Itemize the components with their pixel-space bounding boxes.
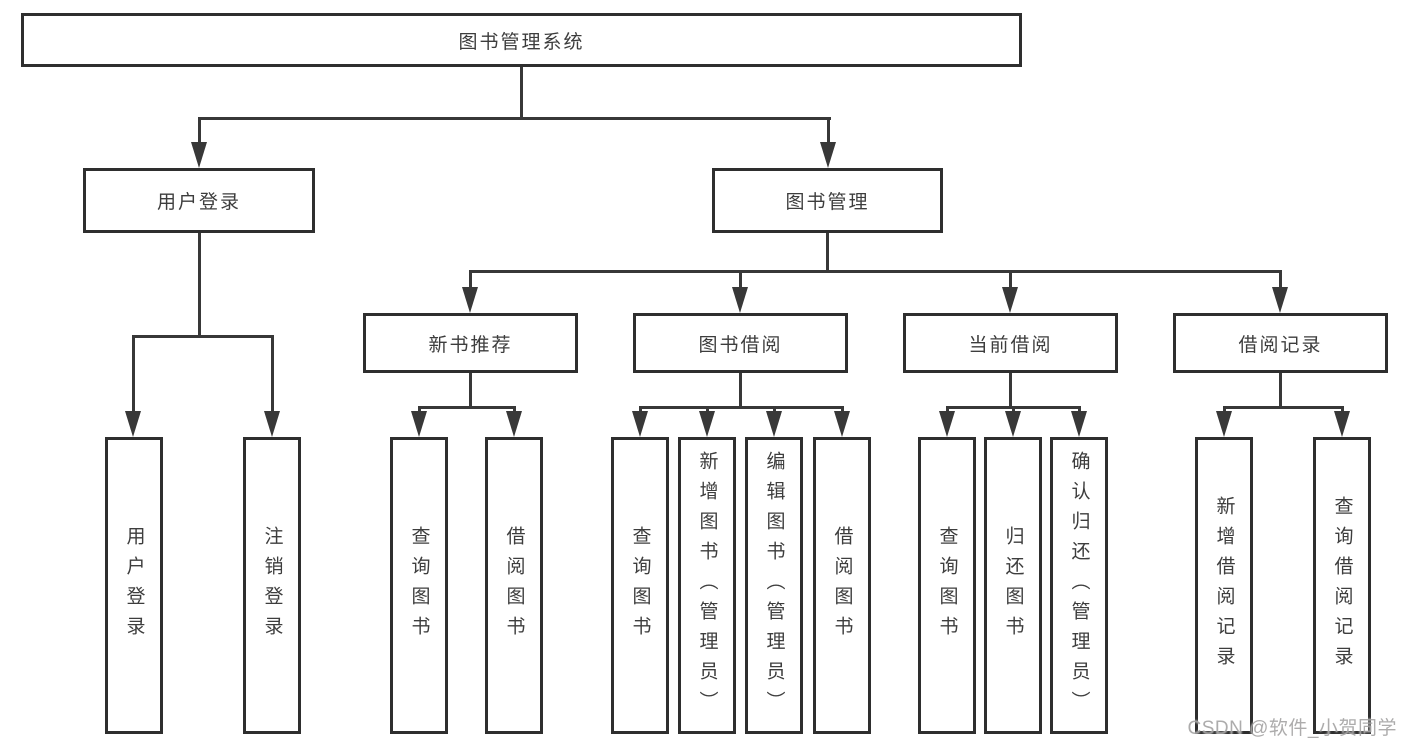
connector-line (639, 406, 843, 409)
connector-line (469, 270, 472, 289)
connector-line (520, 67, 523, 119)
node-label: 归还图书 (1002, 525, 1024, 646)
connector-line (1223, 406, 1343, 409)
connector-line (1009, 373, 1012, 408)
connector-line (1012, 406, 1015, 413)
leaf-query-books-current: 查询图书 (918, 437, 976, 734)
node-label: 查询图书 (629, 525, 651, 646)
node-label: 图书借阅 (698, 334, 783, 356)
node-label: 图书管理系统 (458, 31, 585, 53)
leaf-query-borrow-record: 查询借阅记录 (1313, 437, 1371, 734)
arrow-down-icon (699, 411, 715, 437)
arrow-down-icon (1005, 411, 1021, 437)
node-label: 用户登录 (123, 525, 145, 646)
arrow-down-icon (834, 411, 850, 437)
arrow-down-icon (462, 287, 478, 313)
connector-line (418, 406, 515, 409)
connector-line (639, 406, 642, 413)
arrow-down-icon (1272, 287, 1288, 313)
node-label: 确认归还（管理员） (1068, 450, 1090, 721)
connector-line (469, 270, 1281, 273)
connector-line (469, 373, 472, 408)
node-library-management-system: 图书管理系统 (21, 13, 1022, 67)
node-label: 图书管理 (785, 192, 870, 213)
connector-line (773, 406, 776, 413)
node-new-book-recommendation: 新书推荐 (363, 313, 578, 373)
node-label: 借阅图书 (831, 525, 853, 646)
leaf-borrow-books-borrowing: 借阅图书 (813, 437, 871, 734)
node-label: 新增借阅记录 (1213, 495, 1235, 676)
connector-line (132, 335, 135, 411)
node-label: 借阅图书 (503, 525, 525, 646)
node-book-management: 图书管理 (712, 168, 943, 233)
connector-line (739, 373, 742, 408)
node-label: 新书推荐 (428, 334, 513, 356)
connector-line (706, 406, 709, 413)
arrow-down-icon (1002, 287, 1018, 313)
connector-line (198, 233, 201, 337)
node-label: 查询图书 (408, 525, 430, 646)
csdn-watermark: CSDN @软件_小贺同学 (1187, 718, 1397, 739)
connector-line (418, 406, 421, 413)
connector-line (198, 117, 201, 147)
node-label: 查询图书 (936, 525, 958, 646)
arrow-down-icon (125, 411, 141, 437)
arrow-down-icon (506, 411, 522, 437)
leaf-add-book-admin: 新增图书（管理员） (678, 437, 736, 734)
arrow-down-icon (939, 411, 955, 437)
arrow-down-icon (766, 411, 782, 437)
node-user-login: 用户登录 (83, 168, 315, 233)
connector-line (1279, 270, 1282, 289)
connector-line (1078, 406, 1081, 413)
node-label: 编辑图书（管理员） (763, 450, 785, 721)
arrow-down-icon (264, 411, 280, 437)
arrow-down-icon (820, 142, 836, 168)
node-label: 借阅记录 (1238, 334, 1323, 356)
leaf-query-books-borrowing: 查询图书 (611, 437, 669, 734)
connector-line (946, 406, 949, 413)
connector-line (1223, 406, 1226, 413)
arrow-down-icon (1071, 411, 1087, 437)
leaf-add-borrow-record: 新增借阅记录 (1195, 437, 1253, 734)
connector-line (1341, 406, 1344, 413)
leaf-return-book: 归还图书 (984, 437, 1042, 734)
node-book-borrowing: 图书借阅 (633, 313, 848, 373)
node-label: 注销登录 (261, 525, 283, 646)
arrow-down-icon (632, 411, 648, 437)
connector-line (1279, 373, 1282, 408)
connector-line (513, 406, 516, 413)
connector-line (826, 233, 829, 272)
arrow-down-icon (1216, 411, 1232, 437)
arrow-down-icon (411, 411, 427, 437)
leaf-edit-book-admin: 编辑图书（管理员） (745, 437, 803, 734)
connector-line (739, 270, 742, 289)
node-label: 用户登录 (156, 192, 241, 213)
node-label: 查询借阅记录 (1331, 495, 1353, 676)
node-current-borrowing: 当前借阅 (903, 313, 1118, 373)
node-borrowing-records: 借阅记录 (1173, 313, 1388, 373)
connector-line (841, 406, 844, 413)
connector-line (271, 335, 274, 411)
arrow-down-icon (1334, 411, 1350, 437)
arrow-down-icon (191, 142, 207, 168)
connector-line (1009, 270, 1012, 289)
leaf-user-login: 用户登录 (105, 437, 163, 734)
connector-line (198, 117, 831, 120)
node-label: 当前借阅 (968, 334, 1053, 356)
leaf-borrow-books-recommend: 借阅图书 (485, 437, 543, 734)
leaf-query-books-recommend: 查询图书 (390, 437, 448, 734)
leaf-confirm-return-admin: 确认归还（管理员） (1050, 437, 1108, 734)
node-label: 新增图书（管理员） (696, 450, 718, 721)
arrow-down-icon (732, 287, 748, 313)
leaf-logout: 注销登录 (243, 437, 301, 734)
connector-line (827, 117, 830, 147)
connector-line (132, 335, 274, 338)
